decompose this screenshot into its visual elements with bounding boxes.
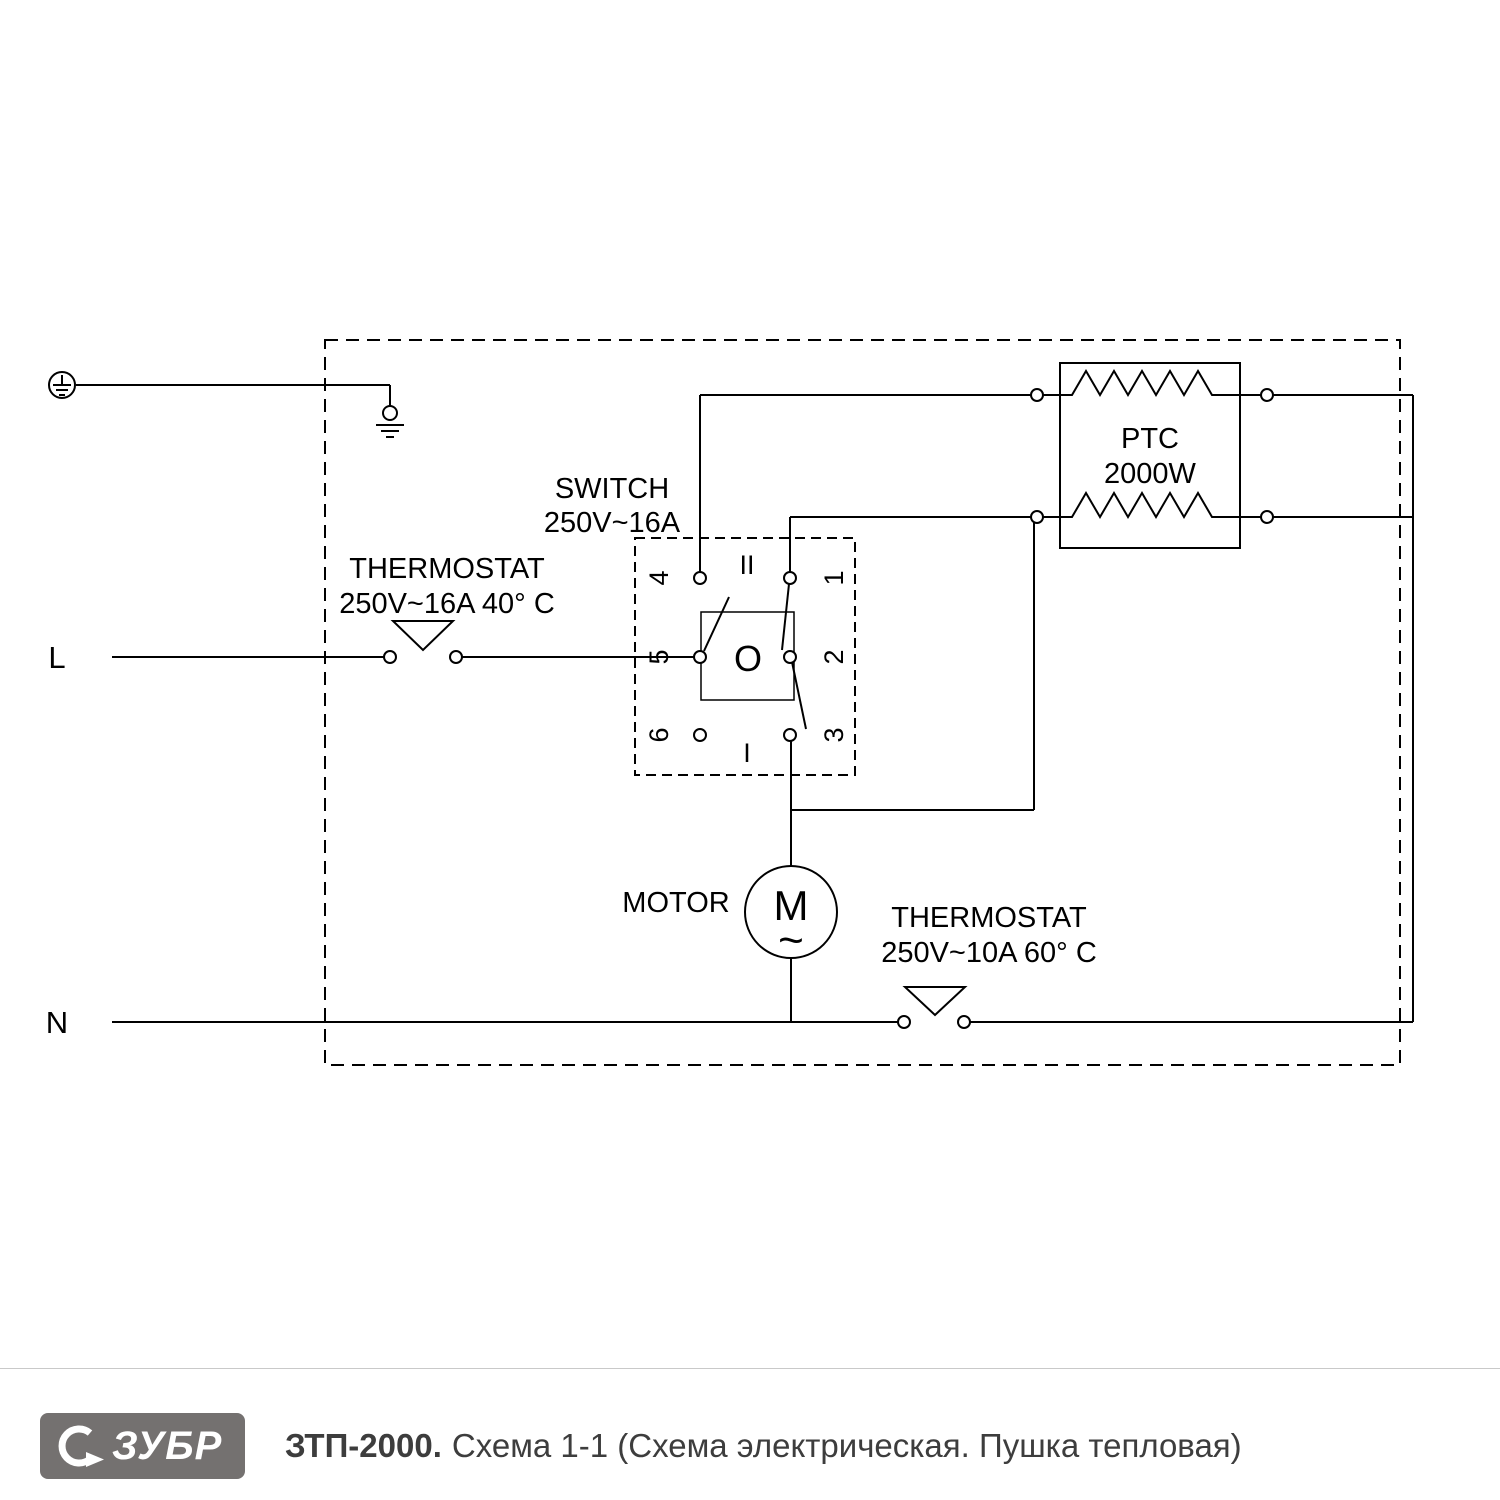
line-label: L — [48, 640, 65, 675]
ptc-power: 2000W — [1104, 458, 1197, 490]
switch-name: SWITCH — [555, 473, 669, 505]
thermostat-motor-spec: 250V~10A 60° C — [881, 937, 1097, 969]
thermostat-motor-name: THERMOSTAT — [891, 902, 1087, 934]
interconnect-wires — [699, 394, 1414, 1022]
terminal — [897, 1015, 911, 1029]
terminal-5-label: 5 — [644, 649, 674, 664]
terminal — [1030, 510, 1044, 524]
protective-earth-icon — [48, 371, 76, 399]
terminal — [383, 650, 397, 664]
line-branch: L THERMOSTAT 250V~16A 40° C — [48, 553, 694, 675]
terminal-4-label: 4 — [644, 570, 674, 585]
ptc-border — [1059, 362, 1241, 549]
terminal-2-label: 2 — [819, 649, 849, 664]
heating-element-icon — [1060, 491, 1240, 519]
switch-blade — [781, 583, 790, 651]
terminal — [957, 1015, 971, 1029]
motor-symbol: M — [774, 882, 809, 929]
terminal — [1260, 388, 1274, 402]
terminal — [693, 728, 707, 742]
enclosure-border — [324, 339, 1401, 1066]
terminal-6-label: 6 — [644, 727, 674, 742]
ground-branch — [48, 371, 404, 438]
earth-icon — [376, 405, 404, 438]
wiring-schematic: L THERMOSTAT 250V~16A 40° C SWITCH 250V~… — [46, 339, 1414, 1066]
neutral-label: N — [46, 1005, 68, 1040]
terminal — [1260, 510, 1274, 524]
footer: ЗУБР ЗТП-2000. Схема 1-1 (Схема электрич… — [0, 1369, 1500, 1500]
switch-block: SWITCH 250V~16A 4 5 6 1 2 3 II O — [544, 473, 856, 776]
thermostat-contact-icon — [902, 986, 968, 1017]
heating-element-icon — [1060, 369, 1240, 397]
ptc-name: PTC — [1121, 423, 1179, 455]
zubr-logo-text: ЗУБР — [112, 1423, 223, 1468]
switch-border — [634, 537, 856, 776]
thermostat-inlet-name: THERMOSTAT — [349, 553, 545, 585]
terminal — [783, 650, 797, 664]
switch-pos-i: I — [743, 738, 751, 768]
motor-wave-symbol: ~ — [778, 916, 804, 965]
terminal — [693, 650, 707, 664]
footer-caption: ЗТП-2000. Схема 1-1 (Схема электрическая… — [285, 1413, 1242, 1479]
thermostat-inlet-spec: 250V~16A 40° C — [339, 588, 555, 620]
model-label: ЗТП-2000. — [285, 1427, 442, 1464]
switch-pos-o: O — [734, 638, 762, 679]
terminal — [783, 728, 797, 742]
motor-icon — [744, 865, 838, 959]
neutral-branch: N THERMOSTAT 250V~10A 60° C — [46, 902, 1413, 1040]
switch-blade — [791, 661, 807, 730]
footer-divider — [0, 1368, 1500, 1369]
caption-text: Схема 1-1 (Схема электрическая. Пушка те… — [451, 1427, 1242, 1464]
thermostat-contact-icon — [390, 620, 456, 652]
zubr-logo: ЗУБР — [40, 1413, 245, 1479]
terminal-3-label: 3 — [819, 727, 849, 742]
terminal — [449, 650, 463, 664]
switch-blade — [703, 596, 730, 652]
zubr-logo-icon — [58, 1425, 104, 1467]
switch-spec: 250V~16A — [544, 507, 681, 539]
terminal — [693, 571, 707, 585]
motor-block: MOTOR M ~ — [622, 865, 838, 965]
terminal — [783, 571, 797, 585]
motor-label: MOTOR — [622, 887, 729, 919]
terminal-1-label: 1 — [819, 570, 849, 585]
switch-pos-ii: II — [739, 550, 754, 580]
ptc-heater: PTC 2000W — [1030, 362, 1413, 549]
terminal — [1030, 388, 1044, 402]
